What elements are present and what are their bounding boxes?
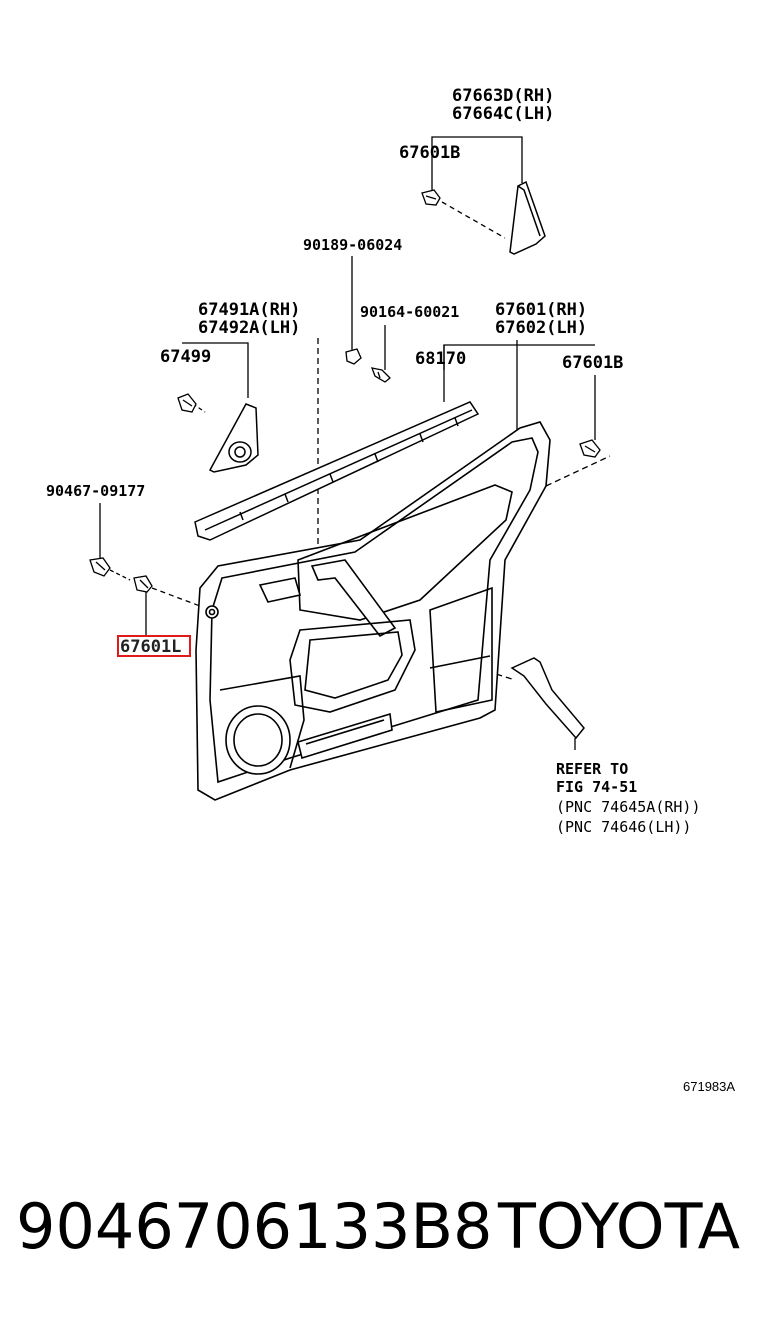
highlight-box-67601l xyxy=(117,635,191,657)
screw-icon-90164 xyxy=(370,367,391,383)
tweeter-cover-piece xyxy=(208,403,259,473)
label-67601b-right: 67601B xyxy=(562,353,623,373)
label-67499: 67499 xyxy=(160,347,211,367)
reference-line-2: FIG 74-51 xyxy=(556,778,637,796)
label-67664c: 67664C(LH) xyxy=(452,104,554,124)
weatherstrip-piece xyxy=(194,401,480,541)
brand-name: TOYOTA xyxy=(498,1190,741,1263)
corner-cover-piece xyxy=(509,180,546,255)
reference-line-3: (PNC 74645A(RH)) xyxy=(556,798,701,816)
label-67602: 67602(LH) xyxy=(495,318,587,338)
label-90189: 90189-06024 xyxy=(303,236,402,254)
label-67492a: 67492A(LH) xyxy=(198,318,300,338)
label-67491a: 67491A(RH) xyxy=(198,300,300,320)
armrest-insert-piece xyxy=(510,657,585,740)
clip-icon-90189 xyxy=(345,348,362,365)
label-68170: 68170 xyxy=(415,349,466,369)
clip-icon-67601b-right xyxy=(579,439,601,458)
reference-line-4: (PNC 74646(LH)) xyxy=(556,818,691,836)
label-90164: 90164-60021 xyxy=(360,303,459,321)
clip-icon-top xyxy=(421,189,441,206)
label-67601: 67601(RH) xyxy=(495,300,587,320)
drawing-code: 671983A xyxy=(683,1079,735,1094)
leader-lines-top xyxy=(431,136,523,239)
clip-icon-90467 xyxy=(89,557,111,577)
label-90467: 90467-09177 xyxy=(46,482,145,500)
footer-caption: 9046706133B8 TOYOTA xyxy=(0,1190,760,1280)
clip-icon-67601l xyxy=(133,575,153,593)
part-number: 9046706133B8 xyxy=(16,1190,493,1263)
label-67601l-highlighted: 67601L xyxy=(120,637,181,657)
label-67663d: 67663D(RH) xyxy=(452,86,554,106)
reference-line-1: REFER TO xyxy=(556,760,628,778)
clip-icon-67499 xyxy=(177,393,197,413)
label-67601b-top: 67601B xyxy=(399,143,460,163)
door-trim-panel xyxy=(195,421,551,801)
